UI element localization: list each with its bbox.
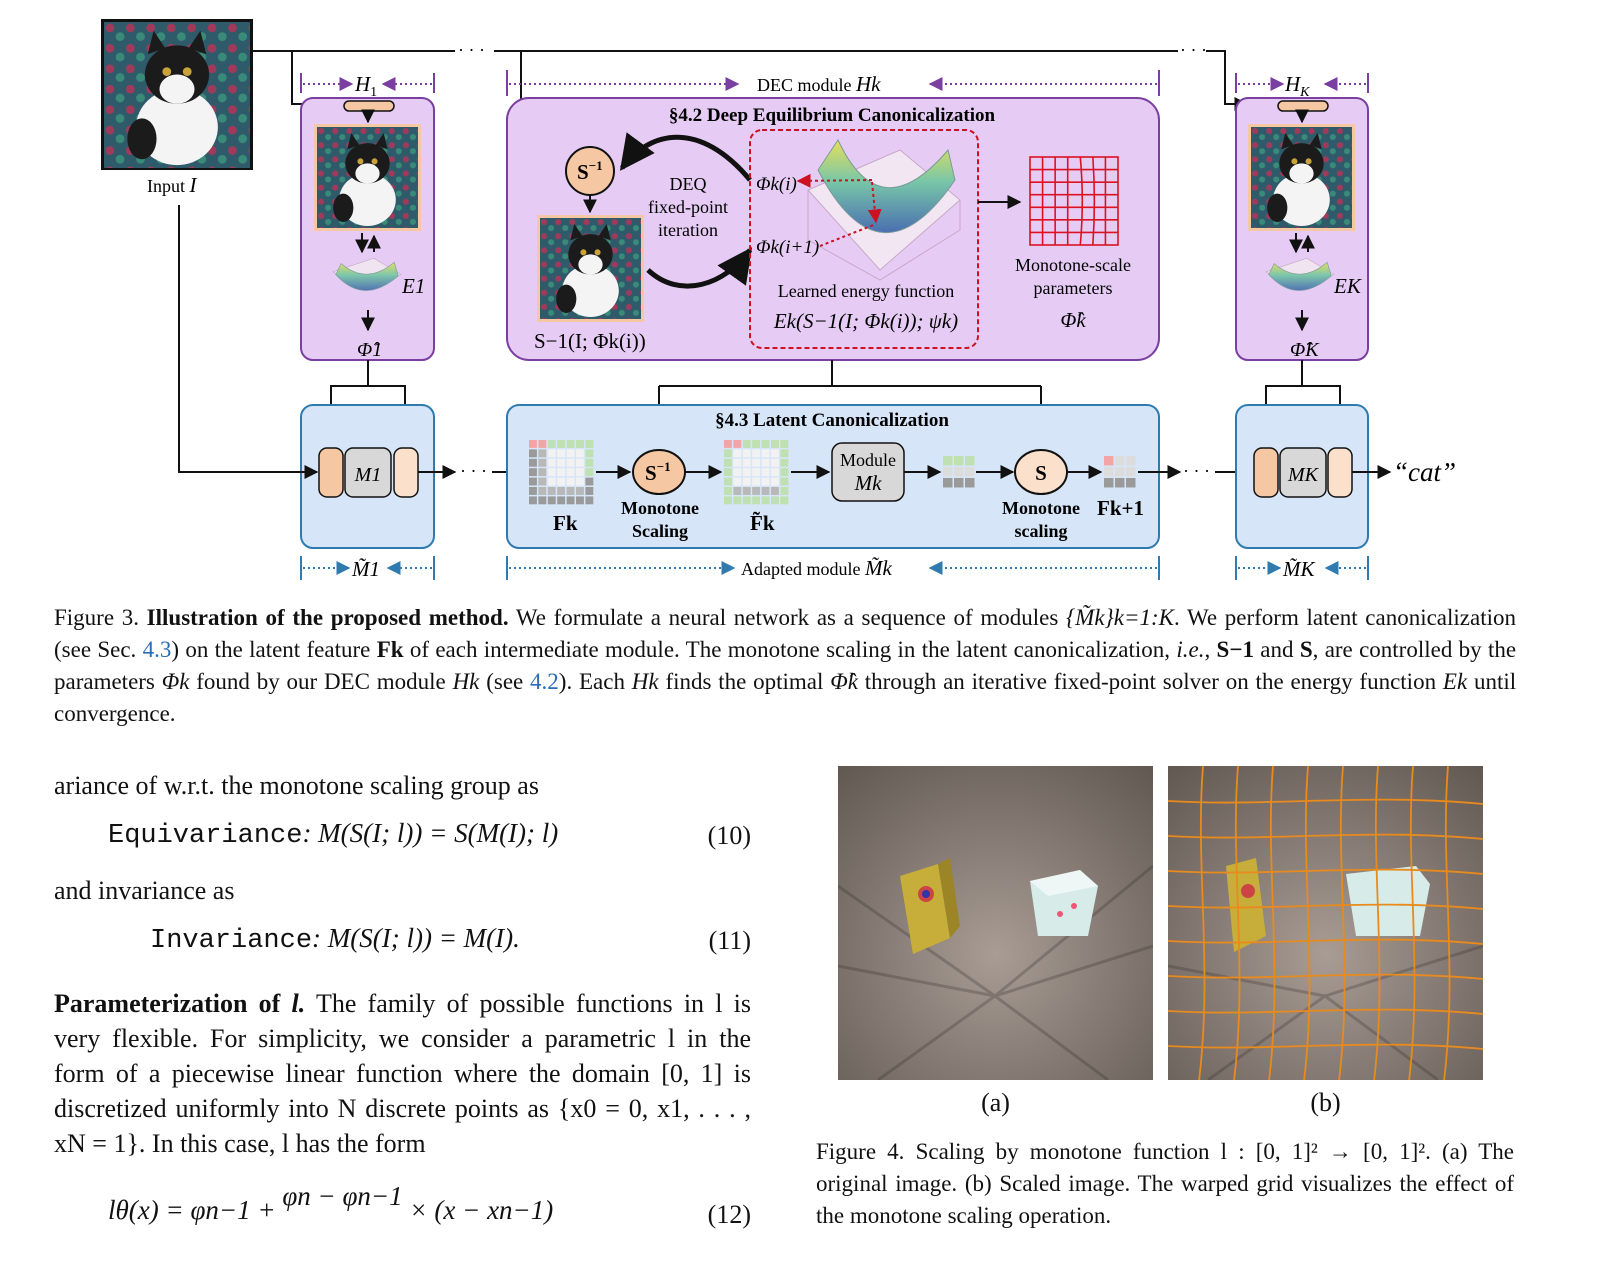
deq-iter-line1: DEQ [670,174,707,194]
ellipsis-top-1: · · · [458,40,485,60]
caption-label: Figure 3. [54,605,139,630]
s-inverse-latent-label: S−1 [645,459,671,485]
equation-10: Equivariance: M(S(I; l)) = S(M(I); l) (1… [54,803,751,867]
latent-panel: §4.3 Latent Canonicalization Fk S−1 Mono… [506,404,1160,549]
deq-iter-line3: iteration [658,220,718,240]
eq11-name: Invariance [150,926,313,956]
box-object-left [900,858,960,954]
input-label: Input I [147,173,198,197]
ref-sec-4-3[interactable]: 4.3 [142,637,172,662]
ref-sec-4-2[interactable]: 4.2 [530,669,559,694]
eq10-body: : M(S(I; l)) = S(M(I); l) [302,818,559,848]
phi-i1-label: Φk(i+1) [756,237,819,258]
deq-title: §4.2 Deep Equilibrium Canonicalization [669,105,996,126]
box-object-right [1030,870,1098,936]
output-label: “cat” [1393,457,1456,487]
adapted-span-label: Adapted module M̃k [506,556,1160,580]
mk-tilde-span-label: M̃K [1235,556,1369,581]
e1-label: E1 [401,274,425,298]
eq11-body: : M(S(I; l)) = M(I). [312,923,520,953]
fk1-label: Fk+1 [1097,496,1144,520]
s-inverse-label: S−1 [577,158,603,184]
monotone-scaling-2-line2: scaling [1014,521,1067,541]
paragraph-1: ariance of w.r.t. the monotone scaling g… [54,771,539,800]
deq-iter-line2: fixed-point [648,197,728,217]
fk-tilde-label: F̃k [750,511,775,535]
monotone-scaling-1-line2: Scaling [632,521,688,541]
monotone-grid-icon [1029,156,1119,246]
monotone-params-line2: parameters [1034,278,1113,298]
energy-formula: Ek(S−1(I; Φk(i)); ψk) [773,309,958,333]
phi1-label: Φ̂1 [357,339,382,361]
warped-grid-overlay [1168,766,1483,1080]
h1-span-label: H1 [300,72,435,100]
dec-module-span-label: DEC module Hk [506,70,1160,96]
subfigure-a-label: (a) [981,1088,1010,1117]
feature-grid-fk1 [1104,456,1136,488]
feature-grid-fk-tilde [724,440,789,505]
module-symbol: Mk [854,471,882,495]
hk-span-label: HK [1235,72,1369,100]
m1-panel: M1 [300,404,435,549]
ellipsis-top-2: · · · [1180,40,1207,60]
svg-text:Adapted module M̃k: Adapted module M̃k [741,556,892,580]
eq12-number: (12) [707,1200,751,1229]
svg-text:M̃1: M̃1 [351,557,380,581]
monotone-scaling-2-line1: Monotone [1002,498,1080,518]
equation-12: lθ(x) = φn−1 + φn − φn−1 × (x − xn−1) (1… [54,1175,751,1235]
latent-title: §4.3 Latent Canonicalization [715,410,949,431]
subfigure-b-label: (b) [1310,1088,1341,1117]
phi-hat-label: Φ̂k [1060,308,1086,332]
deq-panel: §4.2 Deep Equilibrium Canonicalization S… [506,97,1160,361]
caption-title: Illustration of the proposed method. [146,605,509,630]
s-inverse-image-label: S−1(I; Φk(i)) [534,329,646,353]
figure-3-diagram: Input I · · · · · · H1 HK DEC module Hk [101,19,1456,581]
fk-label: Fk [553,511,578,535]
phi-i-label: Φk(i) [756,174,797,195]
feature-grid-fk [529,440,594,505]
ek-label: EK [1333,274,1362,298]
mk-label: MK [1287,464,1320,486]
energy-label: Learned energy function [778,281,955,301]
svg-text:HK: HK [1284,72,1310,100]
feature-grid-small [943,456,975,488]
m1-tilde-span-label: M̃1 [300,556,435,581]
monotone-params-line1: Monotone-scale [1015,255,1131,275]
input-image [101,19,253,170]
left-column: ariance of w.r.t. the monotone scaling g… [54,768,751,1235]
equation-11: Invariance: M(S(I; l)) = M(I). (11) [54,908,751,972]
m1-label: M1 [354,464,382,486]
figure-4-caption: Figure 4. Scaling by monotone function l… [816,1139,1515,1228]
scaled-image [1168,766,1483,1080]
eq11-number: (11) [708,925,751,955]
original-image [838,766,1153,1080]
svg-text:H1: H1 [354,72,377,100]
svg-text:DEC module Hk: DEC module Hk [757,72,881,96]
hk-panel: EK Φ̂K [1235,97,1369,361]
ellipsis-mid-2: · · · [1183,461,1210,481]
mk-panel: MK [1235,404,1369,549]
eq10-number: (10) [707,820,751,850]
eq10-name: Equivariance [108,821,303,851]
module-label: Module [840,450,896,470]
figure-3-caption: Figure 3. Illustration of the proposed m… [54,605,1517,726]
ellipsis-mid-1: · · · [460,461,487,481]
monotone-scaling-1-line1: Monotone [621,498,699,518]
paragraph-3: Parameterization of l. The family of pos… [54,989,751,1158]
phik-label: Φ̂K [1290,339,1320,361]
svg-text:M̃K: M̃K [1282,557,1315,581]
s-latent-label: S [1035,461,1047,485]
h1-panel: E1 Φ̂1 [300,97,435,361]
paragraph-2: and invariance as [54,876,235,905]
